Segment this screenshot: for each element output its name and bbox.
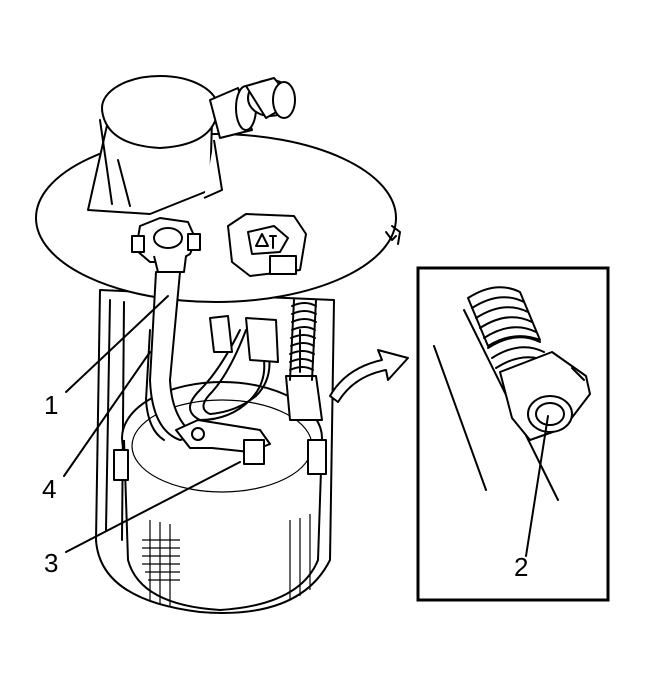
callout-4: 4 [42,474,56,504]
detail-spring [467,286,549,369]
detail-arrow [329,349,409,403]
detail-inset [416,266,610,602]
internal-hoses [145,271,323,465]
callout-1: 1 [44,390,58,420]
guide-spring [289,299,317,381]
fuel-feed-fitting [131,217,201,273]
callout-2: 2 [514,552,528,582]
module-flange [35,75,401,303]
detail-retainer [499,351,591,441]
callout-3: 3 [44,548,58,578]
electrical-connector [227,213,307,277]
leader-lines [63,295,549,557]
